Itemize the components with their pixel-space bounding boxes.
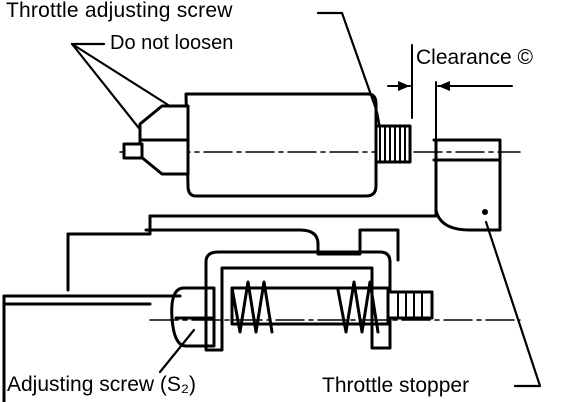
leader-do-not-loosen-a [70, 42, 144, 134]
throttle-stopper [432, 138, 502, 232]
throttle-stopper-assembly [66, 138, 502, 292]
spring-end-screw [386, 290, 434, 320]
adjusting-screw-s2 [170, 286, 216, 348]
label-throttle-stopper: Throttle stopper [322, 374, 470, 397]
leader-lines [70, 11, 542, 388]
label-clearance: Clearance © [416, 46, 534, 69]
leader-throttle-stopper [484, 220, 542, 388]
throttle-screw-assembly [122, 92, 412, 198]
clearance-dimension [387, 44, 513, 149]
screw-thread [379, 125, 406, 163]
stopper-leader-dot [482, 209, 488, 215]
leader-throttle-screw [316, 11, 382, 130]
label-adjusting-screw: Adjusting screw (S₂) [7, 373, 197, 396]
spring-assembly [2, 250, 434, 402]
spring-bracket [204, 250, 392, 352]
stopper-lever [148, 196, 438, 218]
upper-housing [184, 92, 378, 198]
screw-tip [122, 142, 144, 160]
spring-coils [230, 280, 380, 334]
leader-do-not-loosen-b [70, 42, 186, 117]
label-do-not-loosen: Do not loosen [110, 32, 234, 54]
leader-adjusting-screw [158, 328, 196, 374]
label-throttle-adjusting-screw: Throttle adjusting screw [6, 0, 233, 22]
bracket-plate [144, 228, 400, 262]
